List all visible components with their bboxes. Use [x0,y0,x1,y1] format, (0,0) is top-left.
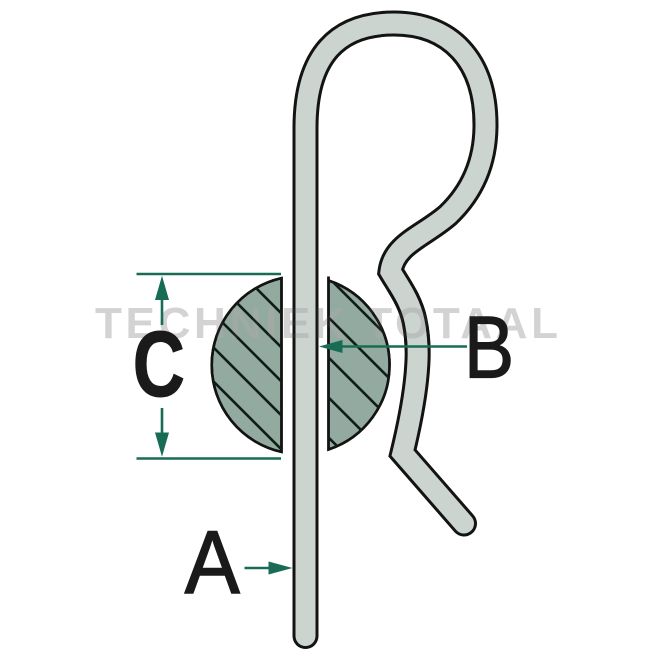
svg-text:B: B [464,299,514,397]
svg-text:A: A [185,513,240,612]
svg-text:C: C [133,312,185,416]
